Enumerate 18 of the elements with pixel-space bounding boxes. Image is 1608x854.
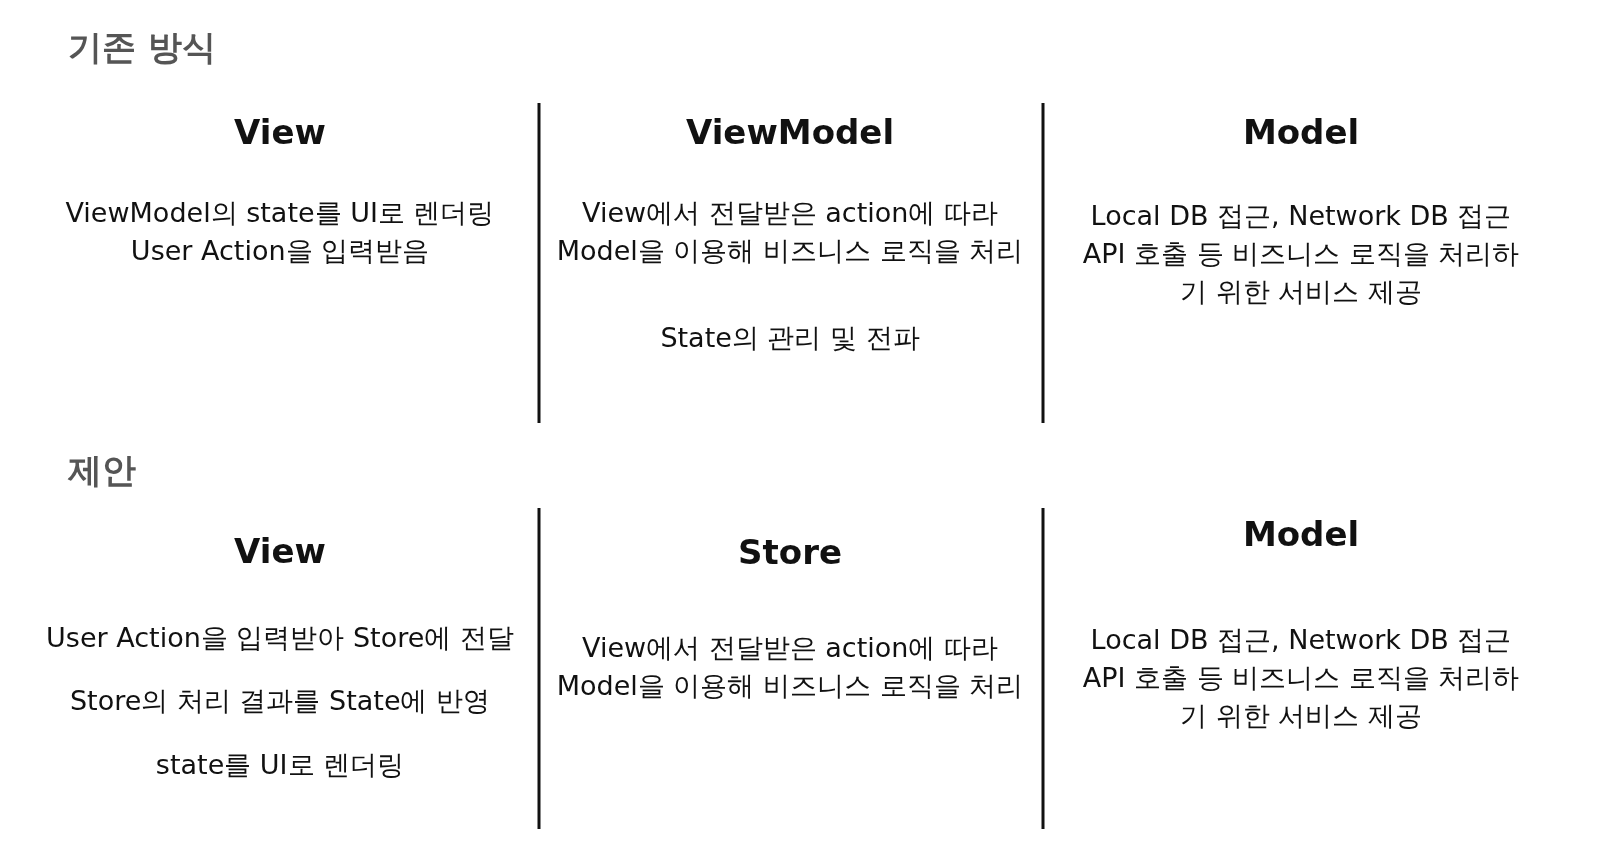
column-heading: Model [1242,515,1360,553]
description-text: ViewModel의 state를 UI로 렌더링 [65,196,495,230]
description-text: User Action을 입력받음 [130,234,430,268]
description-text: User Action을 입력받아 Store에 전달 [46,621,514,655]
description-text: View에서 전달받은 action에 따라 Model을 이용해 비즈니스 로직을 처리 [555,631,1025,703]
description-text: Local DB 접근, Network DB 접근 API 호출 등 비즈니스 로직을 처리하기 위한 서비스 제공 [1081,199,1521,309]
description-text: Local DB 접근, Network DB 접근 API 호출 등 비즈니스 로직을 처리하기 위한 서비스 제공 [1081,623,1521,733]
section-heading: 기존 방식 [68,28,216,66]
column-heading: Model [1242,113,1360,151]
description-text: State의 관리 및 전파 [660,321,920,355]
column-heading: ViewModel [685,113,895,151]
description-text: Store의 처리 결과를 State에 반영 [69,684,491,718]
column-heading: View [234,532,326,570]
column-heading: View [234,113,326,151]
description-text: state를 UI로 렌더링 [155,748,405,782]
section-heading: 제안 [68,451,136,489]
column-heading: Store [738,533,842,571]
description-text: View에서 전달받은 action에 따라 Model을 이용해 비즈니스 로직을 처리 [555,196,1025,268]
